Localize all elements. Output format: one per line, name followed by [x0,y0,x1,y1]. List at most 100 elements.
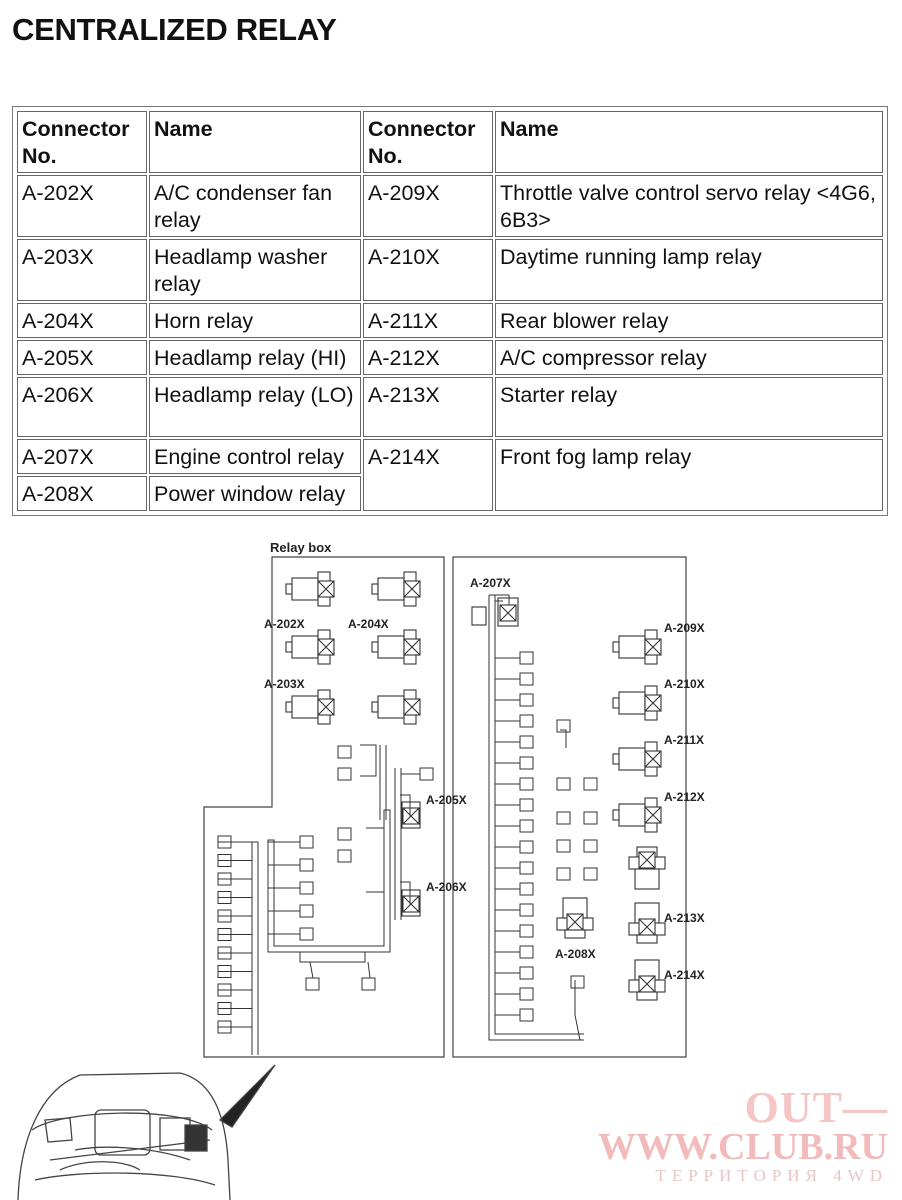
connector-cell: A-211X [363,303,493,338]
connector-labels: A-202X A-204X A-203X A-205X A-206X A-207… [264,576,705,982]
terminal-box [583,777,598,791]
connector-cell: A-203X [17,239,147,301]
label-a209: A-209X [664,621,705,635]
relay-body [377,577,405,601]
relay-symbols [285,571,666,1001]
name-cell: Throttle valve control servo relay <4G6,… [495,175,883,237]
terminal [495,945,534,959]
relay-cross [644,638,662,656]
relay-cross [638,975,656,993]
terminal [337,849,352,863]
relay-symbol [628,902,666,944]
relay-symbol [612,685,662,721]
terminal-box [519,945,534,959]
terminal [495,798,534,812]
relay-symbol [612,741,662,777]
terminal [268,858,314,872]
relay-tab [471,606,487,626]
relay-symbol [371,571,421,607]
connector-cell: A-208X [17,476,147,511]
relay-table: Connector No. Name Connector No. Name A-… [12,106,888,516]
terminal [217,983,252,997]
relay-cross [638,918,656,936]
terminal-box [570,975,585,989]
terminal-box [519,861,534,875]
relay-symbol [628,959,666,1001]
label-a213: A-213X [664,911,705,925]
terminal-box [519,903,534,917]
terminal [337,745,352,759]
terminal [495,882,534,896]
label-a214: A-214X [664,968,705,982]
terminal [556,839,571,853]
terminal-box [519,1008,534,1022]
label-a207: A-207X [470,576,511,590]
relay-symbol [471,597,519,627]
label-a206: A-206X [426,880,467,894]
relay-symbol [285,629,335,665]
terminal [495,651,534,665]
table-header-row: Connector No. Name Connector No. Name [17,111,883,173]
table-row: A-203X Headlamp washer relay A-210X Dayt… [17,239,883,301]
relay-body [618,691,646,715]
terminal-box [556,811,571,825]
relay-body [634,868,660,890]
relay-box-label: Relay box [270,540,332,555]
relay-symbol [285,571,335,607]
terminal [268,881,314,895]
terminal-box [519,651,534,665]
header-connector-right: Connector No. [363,111,493,173]
terminal [495,672,534,686]
relay-cross [402,807,420,825]
terminal-box [337,745,352,759]
terminal [495,966,534,980]
name-cell: Front fog lamp relay [495,439,883,511]
table-row: A-202X A/C condenser fan relay A-209X Th… [17,175,883,237]
relay-body [618,635,646,659]
relay-tab [371,701,379,713]
terminal-box [519,756,534,770]
name-cell: Headlamp washer relay [149,239,361,301]
relay-symbol [612,629,662,665]
header-name-right: Name [495,111,883,173]
relay-cross [317,638,335,656]
terminal [495,840,534,854]
terminal [583,839,598,853]
connector-cell: A-213X [363,377,493,437]
terminal [217,928,252,941]
terminal-box [556,867,571,881]
terminal [495,861,534,875]
relay-body [291,577,319,601]
terminal [556,867,571,881]
terminal [337,827,352,841]
terminal-box [299,835,314,849]
terminal-box [556,719,571,733]
terminal [570,975,585,989]
harness-lines [251,594,584,1055]
header-name-left: Name [149,111,361,173]
name-cell: Starter relay [495,377,883,437]
terminal-box [519,672,534,686]
relay-cross [403,698,421,716]
connector-cell: A-202X [17,175,147,237]
relay-symbol [612,797,662,833]
terminal [556,811,571,825]
terminal [495,777,534,791]
relay-symbol [371,689,421,725]
label-a204: A-204X [348,617,389,631]
terminal-box [519,714,534,728]
terminal-box [519,987,534,1001]
terminal [217,965,252,978]
terminal-box [299,881,314,895]
terminal-box [556,777,571,791]
name-cell: Headlamp relay (LO) [149,377,361,437]
terminal-box [361,977,376,991]
relay-tab [612,753,620,765]
label-a211: A-211X [664,733,704,747]
terminal-box [299,927,314,941]
table-row: A-207X Engine control relay A-214X Front… [17,439,883,511]
terminal [556,777,571,791]
terminal-box [583,867,598,881]
terminal-box [519,840,534,854]
table-row: A-208X Power window relay [17,476,883,511]
